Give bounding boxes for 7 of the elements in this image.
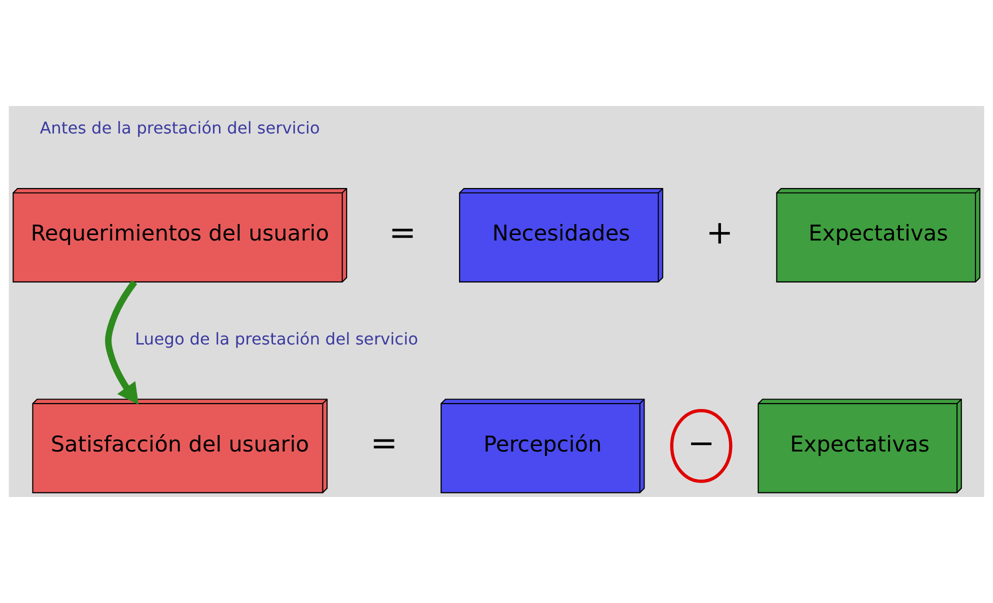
label: +: [706, 213, 734, 252]
label: =: [370, 424, 398, 462]
label: Antes de la prestación del servicio: [40, 118, 320, 138]
label: Luego de la prestación del servicio: [135, 329, 418, 348]
label: −: [688, 424, 715, 462]
arrow: [105, 280, 139, 405]
label: =: [388, 213, 416, 252]
